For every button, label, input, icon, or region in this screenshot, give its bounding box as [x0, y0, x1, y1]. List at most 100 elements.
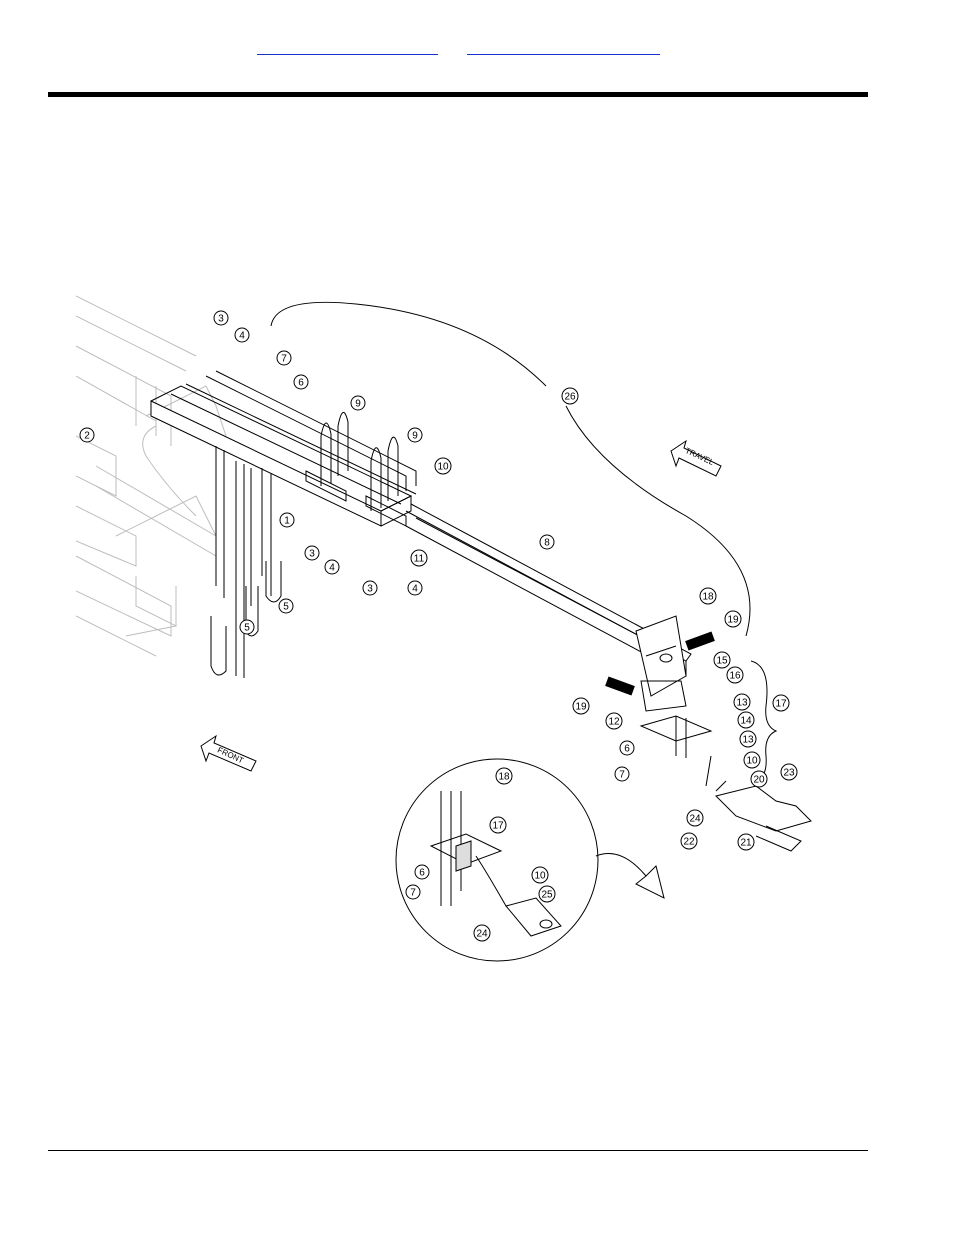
svg-text:1: 1 [284, 516, 290, 527]
svg-text:6: 6 [419, 868, 425, 879]
svg-text:15: 15 [716, 656, 728, 667]
callout-15: 15 [714, 652, 730, 668]
callout-4: 4 [408, 581, 422, 595]
svg-text:5: 5 [244, 623, 250, 634]
svg-text:3: 3 [218, 314, 224, 325]
svg-text:9: 9 [355, 399, 361, 410]
svg-text:25: 25 [541, 890, 553, 901]
callout-3: 3 [214, 311, 228, 325]
callout-12: 12 [606, 713, 622, 729]
svg-text:21: 21 [740, 838, 752, 849]
callout-10: 10 [435, 458, 451, 474]
footer-rule [48, 1150, 868, 1151]
svg-text:17: 17 [492, 821, 504, 832]
callout-22: 22 [681, 833, 697, 849]
callout-9: 9 [408, 428, 422, 442]
nav-link-left[interactable] [257, 40, 438, 55]
decal-stripe-left [605, 677, 635, 696]
callout-21: 21 [738, 834, 754, 850]
svg-text:13: 13 [742, 735, 754, 746]
callout-14: 14 [738, 712, 754, 728]
callout-17: 17 [490, 817, 506, 833]
callout-5: 5 [279, 599, 293, 613]
callout-6: 6 [294, 375, 308, 389]
front-arrow: FRONT [201, 736, 256, 771]
svg-text:4: 4 [239, 331, 245, 342]
svg-text:6: 6 [298, 378, 304, 389]
svg-text:20: 20 [753, 775, 765, 786]
callout-18: 18 [496, 768, 512, 784]
svg-text:7: 7 [410, 888, 416, 899]
svg-text:7: 7 [281, 354, 287, 365]
svg-text:24: 24 [476, 929, 488, 940]
assembly-bracket-26 [271, 302, 750, 636]
svg-text:6: 6 [624, 744, 630, 755]
svg-text:19: 19 [727, 615, 739, 626]
svg-text:4: 4 [412, 584, 418, 595]
svg-text:3: 3 [309, 549, 315, 560]
callout-24: 24 [474, 925, 490, 941]
callout-8: 8 [540, 535, 554, 549]
svg-text:19: 19 [575, 702, 587, 713]
callout-16: 16 [727, 667, 743, 683]
svg-text:17: 17 [775, 699, 787, 710]
callout-11: 11 [411, 550, 427, 566]
callout-4: 4 [235, 328, 249, 342]
callout-7: 7 [277, 351, 291, 365]
callout-18: 18 [700, 588, 716, 604]
callout-9: 9 [351, 396, 365, 410]
callout-3: 3 [305, 546, 319, 560]
svg-text:11: 11 [414, 554, 425, 565]
svg-text:12: 12 [608, 717, 620, 728]
svg-text:16: 16 [729, 671, 741, 682]
callout-13: 13 [734, 694, 750, 710]
exploded-parts-drawing: TRAVEL FRONT 3 4 7 6 9 26 9 2 10 1 3 4 1… [76, 286, 856, 986]
background-frame [76, 296, 226, 656]
svg-text:23: 23 [783, 768, 795, 779]
svg-text:5: 5 [283, 602, 289, 613]
svg-text:7: 7 [619, 770, 625, 781]
callout-7: 7 [406, 885, 420, 899]
decal-stripe-right [685, 632, 715, 651]
callout-10: 10 [532, 867, 548, 883]
svg-text:2: 2 [84, 431, 90, 442]
svg-text:10: 10 [746, 756, 758, 767]
detail-arrow [596, 854, 664, 899]
callout-3: 3 [363, 581, 377, 595]
top-link-bar [0, 40, 954, 60]
svg-text:22: 22 [683, 837, 695, 848]
callout-4: 4 [325, 560, 339, 574]
svg-text:10: 10 [437, 462, 449, 473]
callout-19: 19 [573, 698, 589, 714]
callout-13: 13 [740, 731, 756, 747]
callout-group: 3 4 7 6 9 26 9 2 10 1 3 4 11 8 3 4 5 5 1… [80, 311, 797, 941]
toolbar-assembly [151, 371, 811, 851]
callout-24: 24 [687, 810, 703, 826]
callout-5: 5 [240, 620, 254, 634]
callout-20: 20 [751, 771, 767, 787]
callout-19: 19 [725, 611, 741, 627]
callout-26: 26 [562, 388, 578, 404]
svg-text:14: 14 [740, 716, 752, 727]
callout-10: 10 [744, 752, 760, 768]
callout-25: 25 [539, 886, 555, 902]
travel-arrow: TRAVEL [671, 441, 721, 476]
callout-6: 6 [620, 741, 634, 755]
callout-6: 6 [415, 865, 429, 879]
nav-link-right[interactable] [467, 40, 660, 55]
callout-1: 1 [280, 513, 294, 527]
svg-text:8: 8 [544, 538, 550, 549]
svg-text:10: 10 [534, 871, 546, 882]
svg-text:3: 3 [367, 584, 373, 595]
svg-text:13: 13 [736, 698, 748, 709]
svg-text:18: 18 [498, 772, 510, 783]
svg-text:4: 4 [329, 563, 335, 574]
detail-parts [431, 791, 561, 936]
callout-2: 2 [80, 428, 94, 442]
detail-circle [396, 759, 598, 961]
callout-23: 23 [781, 764, 797, 780]
svg-text:9: 9 [412, 431, 418, 442]
svg-text:24: 24 [689, 814, 701, 825]
svg-text:18: 18 [702, 592, 714, 603]
callout-7: 7 [615, 767, 629, 781]
